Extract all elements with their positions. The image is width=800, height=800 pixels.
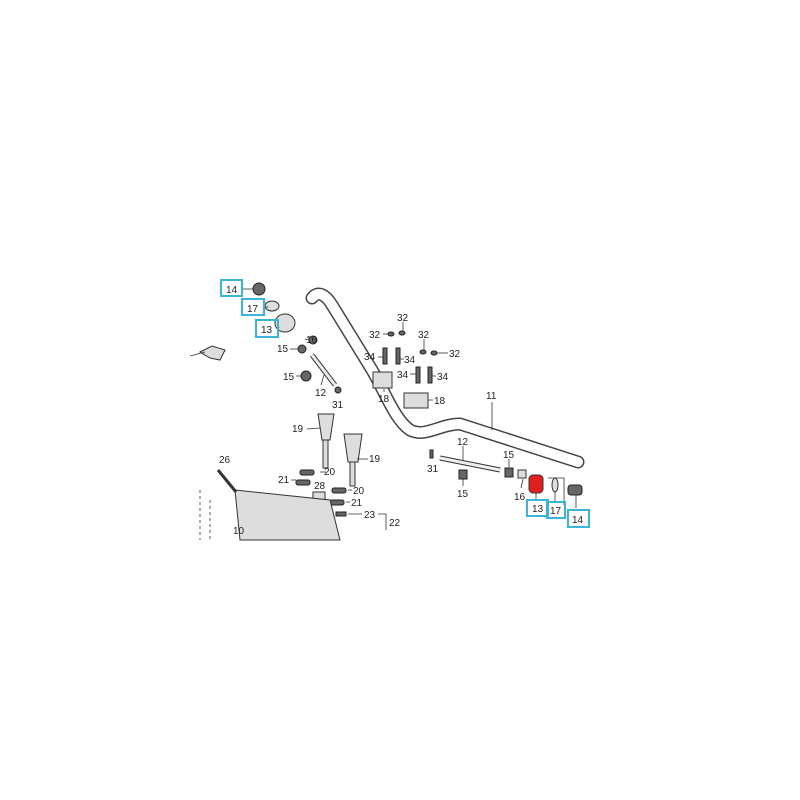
label-21: 21 [351,498,363,509]
washer-23 [335,511,347,517]
label-12: 12 [457,437,469,448]
label-15: 15 [277,344,289,355]
fork-bridge [234,489,341,541]
label-13: 13 [532,504,544,515]
rubber-right [504,467,514,478]
washer-left [264,300,280,312]
label-32: 32 [418,330,430,341]
washer-right [551,477,559,493]
label-14: 14 [572,515,584,526]
label-17: 17 [550,506,562,517]
bolt-34 [415,366,421,384]
lower-holder-left [317,413,335,469]
label-14: 14 [226,285,238,296]
bolt-34 [427,366,433,384]
label-31: 31 [332,400,344,411]
weight-right-highlighted [528,474,544,494]
lever-fragment [198,345,226,361]
highlight-box-14-right [567,509,590,528]
lower-holder-right [343,433,363,487]
label-13: 13 [261,325,273,336]
highlight-box-17-right [546,501,566,519]
bolt-34 [395,347,401,365]
pin-right [429,449,434,459]
label-34: 34 [364,352,376,363]
label-34: 34 [437,372,449,383]
label-15: 15 [503,450,515,461]
label-19: 19 [369,454,381,465]
upper-holder [403,392,429,409]
rubber-left-2 [300,370,312,382]
label-32: 32 [397,313,409,324]
label-12: 12 [315,388,327,399]
label-15: 15 [283,372,295,383]
pin-left [334,386,342,394]
label-11: 11 [486,391,497,402]
label-34: 34 [404,355,416,366]
cushion [329,499,345,506]
label-32: 32 [369,330,381,341]
end-screw-right [567,484,583,496]
collar-right [517,469,527,479]
end-screw-left [252,282,266,296]
label-18: 18 [378,394,390,405]
label-23: 23 [364,510,376,521]
label-19: 19 [292,424,304,435]
label-21: 21 [278,475,290,486]
label-34: 34 [397,370,409,381]
cushion [295,479,311,486]
label-16: 16 [306,335,318,346]
bolt-26 [216,469,238,493]
highlight-box-13-left [255,319,279,338]
label-28: 28 [314,481,326,492]
label-20: 20 [353,486,365,497]
highlight-box-14-left [220,279,243,297]
rubber-right [458,469,468,480]
label-20: 20 [324,467,336,478]
label-22: 22 [389,518,401,529]
cushion [299,469,315,476]
label-31: 31 [427,464,439,475]
handlebar [305,287,585,469]
label-15: 15 [457,489,469,500]
label-32: 32 [449,349,461,360]
label-10: 10 [233,526,245,537]
highlight-box-17-left [241,298,265,316]
upper-holder [372,371,393,389]
label-26: 26 [219,455,231,466]
label-16: 16 [514,492,526,503]
weight-left [274,313,296,333]
cushion [331,487,347,494]
bolt-34 [382,347,388,365]
label-18: 18 [434,396,446,407]
rubber-left [297,344,307,354]
label-17: 17 [247,304,259,315]
